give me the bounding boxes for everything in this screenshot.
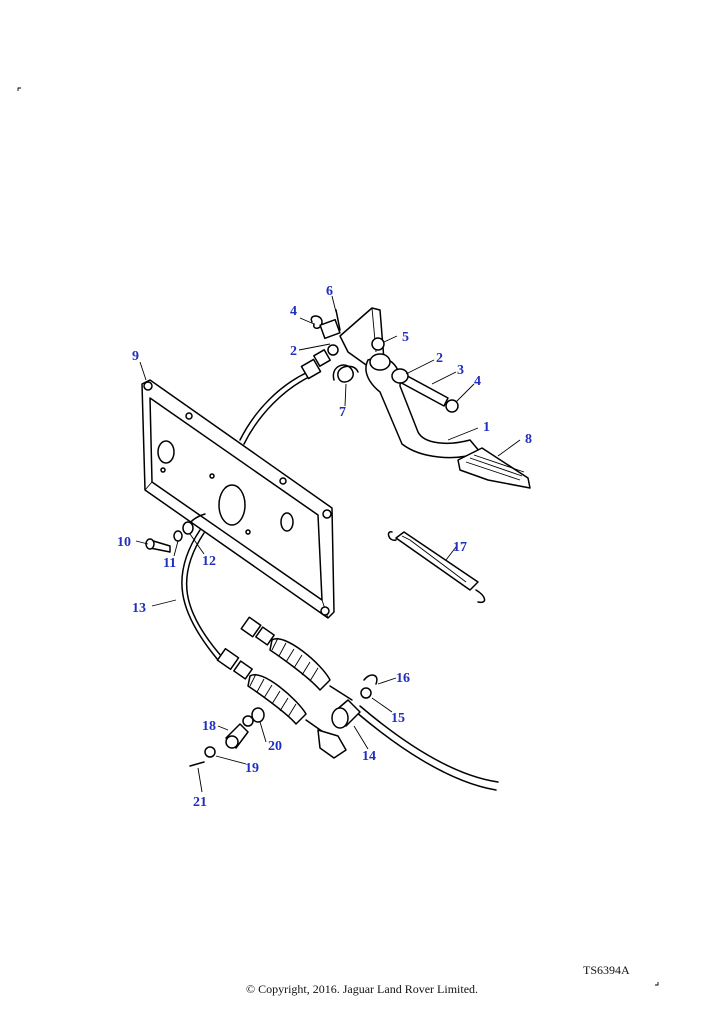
clutch-spring-7 xyxy=(332,364,359,383)
callout-6: 6 xyxy=(326,284,333,299)
callout-5: 5 xyxy=(402,330,409,345)
upper-cable xyxy=(239,371,309,441)
copyright-notice: © Copyright, 2016. Jaguar Land Rover Lim… xyxy=(245,982,479,996)
cable-assembly-right xyxy=(240,616,499,791)
upper-cable-fittings xyxy=(300,344,339,380)
callout-16: 16 xyxy=(396,671,410,686)
cable-sleeve-14 xyxy=(331,699,361,729)
cable-assembly-left xyxy=(216,647,347,759)
callout-20: 20 xyxy=(268,739,282,754)
washer-15-pin-16 xyxy=(360,674,378,699)
callout-14: 14 xyxy=(362,749,376,764)
crop-mark-bottom-right xyxy=(655,982,659,986)
callout-13: 13 xyxy=(132,601,146,616)
callout-2-right: 2 xyxy=(436,351,443,366)
callout-12: 12 xyxy=(202,554,216,569)
mounting-plate xyxy=(141,379,335,619)
callout-8: 8 xyxy=(525,432,532,447)
callout-4-upper: 4 xyxy=(290,304,297,319)
callout-18: 18 xyxy=(202,719,216,734)
spring-17 xyxy=(387,531,486,604)
illustration-reference-code: TS6394A xyxy=(583,963,630,977)
callout-2-upper: 2 xyxy=(290,344,297,359)
lower-cable xyxy=(181,529,219,661)
callout-19: 19 xyxy=(245,761,259,776)
callout-21: 21 xyxy=(193,795,207,810)
bolt-10-washers xyxy=(145,521,194,553)
callout-7: 7 xyxy=(339,405,346,420)
callout-10: 10 xyxy=(117,535,131,550)
callouts: 1 2 2 3 4 4 5 6 7 8 9 10 11 12 13 14 15 … xyxy=(117,284,532,810)
leader-lines xyxy=(135,295,521,793)
callout-11: 11 xyxy=(163,556,176,571)
callout-4-right: 4 xyxy=(474,374,481,389)
callout-3: 3 xyxy=(457,363,464,378)
pedal-pad-8 xyxy=(457,447,531,489)
pivot-shaft-3 xyxy=(391,368,459,413)
crop-mark-top-left xyxy=(17,87,21,91)
callout-9: 9 xyxy=(132,349,139,364)
callout-17: 17 xyxy=(453,540,467,555)
callout-15: 15 xyxy=(391,711,405,726)
retaining-clips xyxy=(310,309,341,340)
callout-1: 1 xyxy=(483,420,490,435)
stud-18-group xyxy=(189,707,265,767)
